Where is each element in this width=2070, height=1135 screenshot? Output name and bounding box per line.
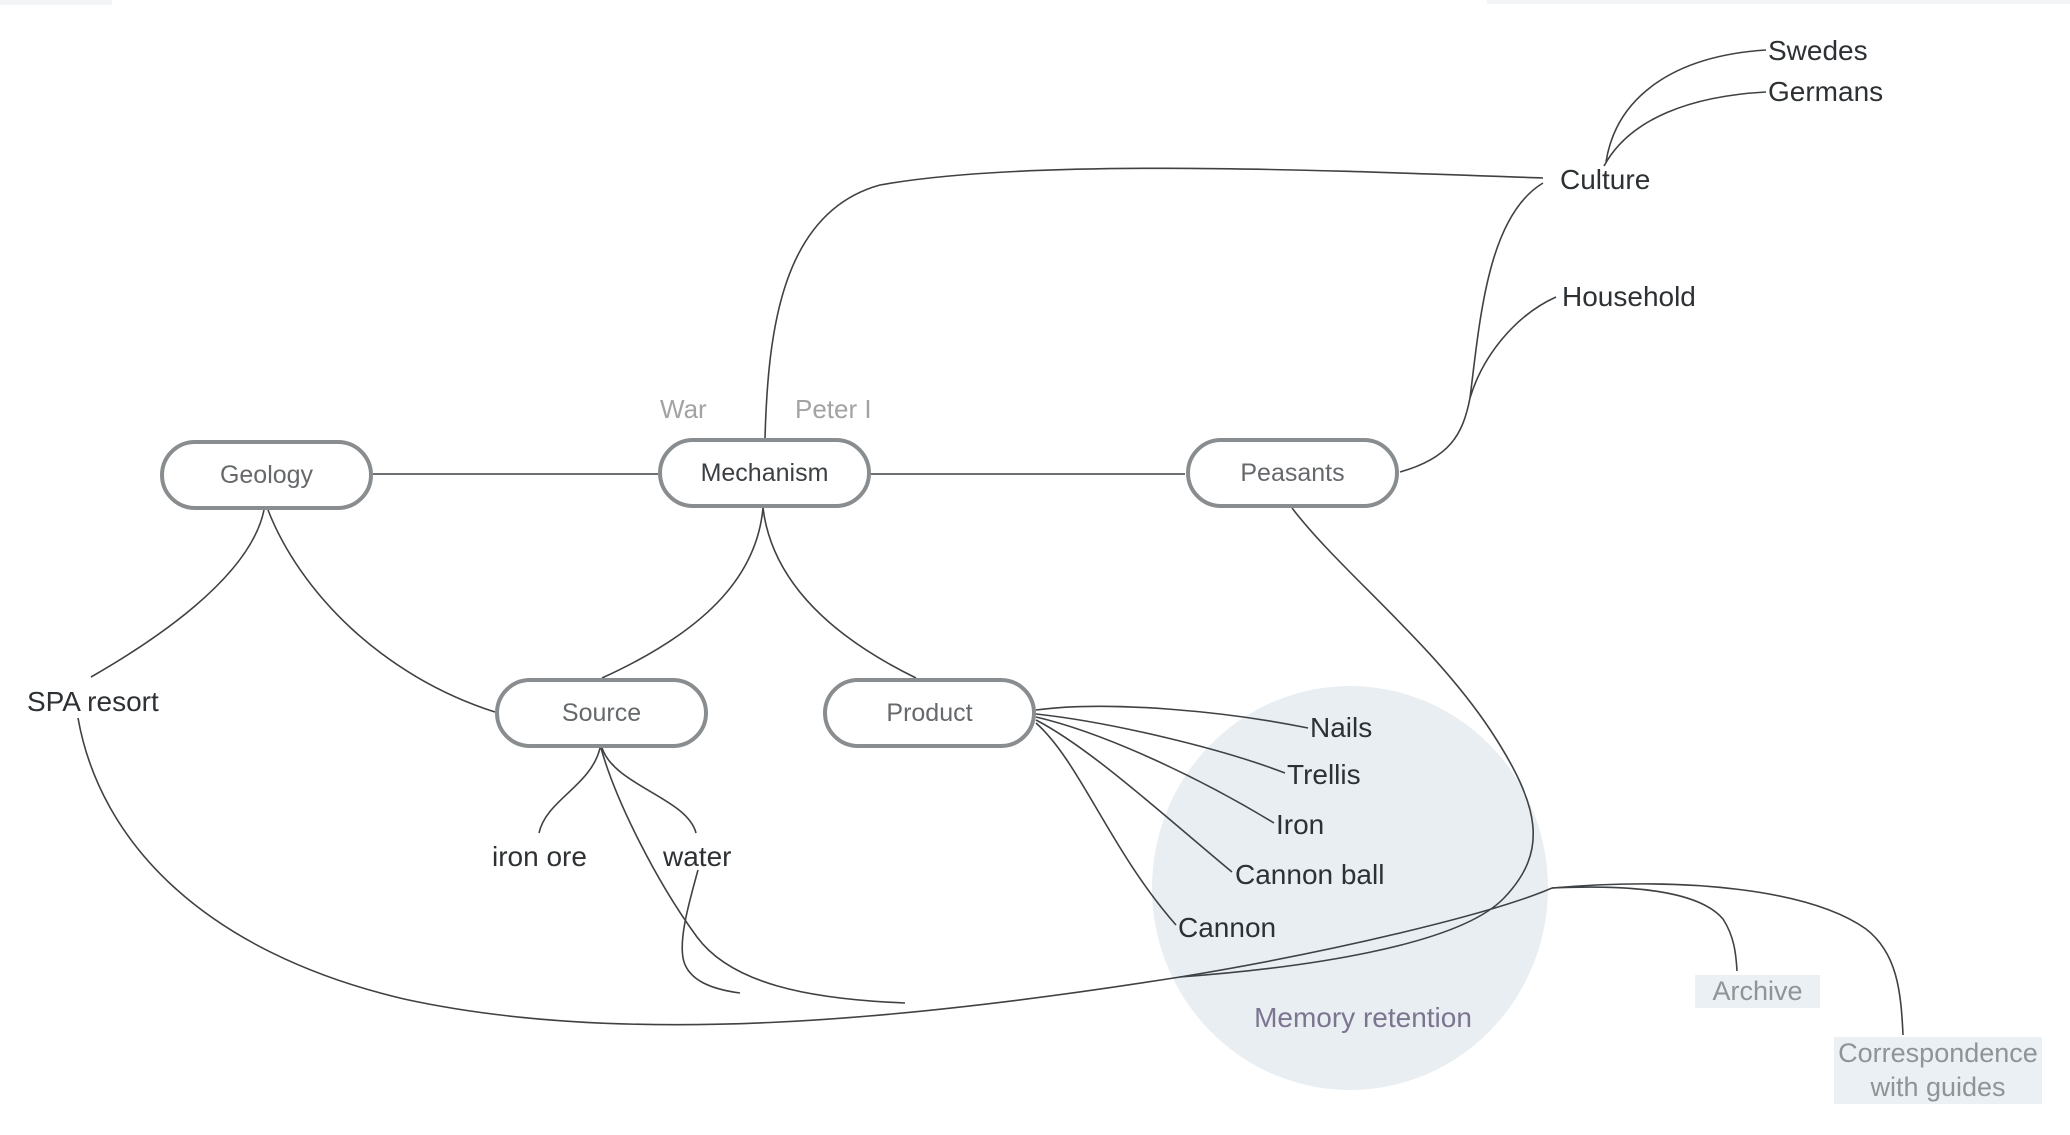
- topic-household[interactable]: Household: [1562, 281, 1696, 312]
- topic-culture[interactable]: Culture: [1560, 164, 1651, 195]
- edge-culture-swedes: [1605, 49, 1767, 163]
- edge-source-iron-ore: [538, 747, 601, 834]
- ghost-topic-peter-i[interactable]: Peter I: [795, 394, 872, 424]
- edge-product-cannon-ball: [1035, 719, 1233, 873]
- ghost-topic-war[interactable]: War: [660, 394, 707, 424]
- edge-source-water: [601, 747, 697, 834]
- node-peasants-label: Peasants: [1240, 458, 1345, 487]
- node-source[interactable]: Source: [495, 678, 708, 748]
- edge-product-iron: [1035, 716, 1275, 824]
- topic-trellis[interactable]: Trellis: [1287, 759, 1361, 790]
- node-geology[interactable]: Geology: [160, 440, 373, 510]
- edge-product-cannon: [1035, 722, 1177, 926]
- edge-mechanism-culture: [764, 167, 1544, 439]
- topic-germans[interactable]: Germans: [1768, 76, 1884, 107]
- edge-source-bottom-sweep: [600, 747, 906, 1004]
- topic-spa-resort[interactable]: SPA resort: [27, 686, 159, 717]
- box-correspondence-line2: with guides: [1870, 1071, 2006, 1102]
- edge-spa-resort-arc: [77, 717, 1553, 1026]
- node-geology-label: Geology: [219, 460, 314, 489]
- topic-water[interactable]: water: [663, 841, 732, 872]
- topic-nails[interactable]: Nails: [1310, 712, 1373, 743]
- zone-label-memory-retention[interactable]: Memory retention: [1254, 1002, 1472, 1033]
- edge-product-trellis: [1035, 713, 1286, 774]
- top-right-panel-edge: [1487, 0, 2070, 4]
- edge-mechanism-product: [762, 507, 917, 679]
- node-source-label: Source: [561, 698, 642, 727]
- node-mechanism[interactable]: Mechanism: [658, 438, 871, 508]
- edge-peasants-s-curve: [1179, 507, 1534, 978]
- edge-culture-germans: [1603, 91, 1767, 167]
- box-correspondence-with-guides[interactable]: Correspondence with guides: [1834, 1037, 2042, 1104]
- edge-geology-source: [267, 509, 496, 713]
- edge-geology-spa-resort: [90, 509, 265, 678]
- edge-to-archive: [1551, 886, 1738, 972]
- top-left-panel-edge: [0, 0, 112, 5]
- box-correspondence-line1: Correspondence: [1838, 1037, 2038, 1068]
- topic-iron[interactable]: Iron: [1276, 809, 1325, 840]
- node-mechanism-label: Mechanism: [700, 458, 829, 487]
- node-peasants[interactable]: Peasants: [1186, 438, 1399, 508]
- topic-iron-ore[interactable]: iron ore: [492, 841, 587, 872]
- node-product[interactable]: Product: [823, 678, 1036, 748]
- edge-water-tail: [681, 869, 741, 994]
- memory-retention-zone: [1152, 686, 1548, 1090]
- edge-to-correspondence: [1551, 883, 1904, 1036]
- edge-product-nails: [1035, 705, 1309, 729]
- topic-cannon[interactable]: Cannon: [1178, 912, 1277, 943]
- node-product-label: Product: [886, 698, 973, 727]
- topic-cannon-ball[interactable]: Cannon ball: [1235, 859, 1385, 890]
- box-archive[interactable]: Archive: [1695, 975, 1820, 1008]
- edge-peasants-culture: [1399, 182, 1544, 473]
- edge-peasants-household: [1469, 296, 1557, 399]
- edge-mechanism-source: [601, 507, 764, 679]
- box-archive-label: Archive: [1712, 975, 1803, 1006]
- topic-swedes[interactable]: Swedes: [1768, 35, 1868, 66]
